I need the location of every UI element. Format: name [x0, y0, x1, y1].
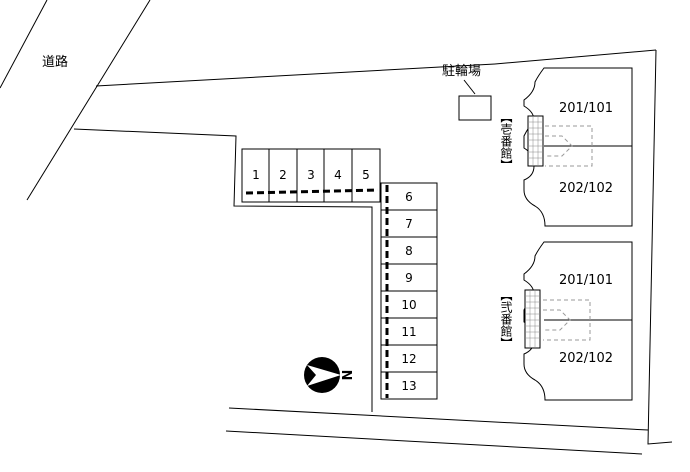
stair-landing-outline: [543, 299, 591, 341]
building-outline: [523, 241, 633, 401]
boundary-top-right: [494, 49, 657, 65]
space-number: 11: [401, 325, 416, 339]
unit-label: 201/101: [559, 101, 613, 116]
boundary-bottom: [228, 407, 649, 431]
building-2: 201/101 202/102 【弐番館】: [499, 241, 633, 401]
parking-space-13: [380, 371, 438, 400]
road-edge-right: [26, 0, 151, 201]
space-number: 5: [362, 168, 370, 182]
space-number: 6: [405, 190, 413, 204]
entrance-stairs: [524, 289, 541, 349]
north-arrow-icon: [304, 357, 341, 393]
boundary-right: [647, 49, 673, 445]
road-edge-left: [0, 0, 48, 89]
space-number: 7: [405, 217, 413, 231]
unit-label: 202/102: [559, 351, 613, 366]
parking-space-5: [351, 148, 381, 203]
building-1: 201/101 202/102 【壱番館】: [499, 67, 633, 227]
unit-label: 201/101: [559, 273, 613, 288]
stair-treads: [528, 116, 543, 166]
row-entry-line: [245, 188, 379, 195]
road-label: 道路: [42, 54, 68, 70]
space-number: 12: [401, 352, 416, 366]
lot-outline: [73, 128, 373, 412]
space-number: 2: [279, 168, 287, 182]
bike-parking-leader: [463, 79, 476, 95]
space-number: 13: [401, 379, 416, 393]
site-boundary: [73, 49, 673, 455]
building-outline: [523, 67, 633, 227]
boundary-top: [95, 63, 496, 87]
road: [0, 0, 151, 201]
building-name: 【弐番館】: [499, 289, 513, 349]
building-name: 【壱番館】: [499, 111, 513, 171]
space-number: 8: [405, 244, 413, 258]
road-bottom: [225, 430, 643, 455]
parking-column: 6 7 8 9 10 11 12 13: [380, 182, 438, 400]
bike-parking: [458, 95, 492, 121]
unit-label: 202/102: [559, 181, 613, 196]
parking-row: 1 2 3 4 5: [241, 148, 381, 203]
space-number: 10: [401, 298, 416, 312]
entrance-stairs: [527, 115, 544, 167]
compass-label: N: [341, 370, 356, 381]
bike-parking-label: 駐輪場: [442, 63, 481, 79]
space-number: 1: [252, 168, 260, 182]
space-number: 4: [334, 168, 342, 182]
space-number: 9: [405, 271, 413, 285]
stair-landing-outline: [545, 125, 593, 167]
space-number: 3: [307, 168, 315, 182]
stair-treads: [525, 290, 540, 348]
